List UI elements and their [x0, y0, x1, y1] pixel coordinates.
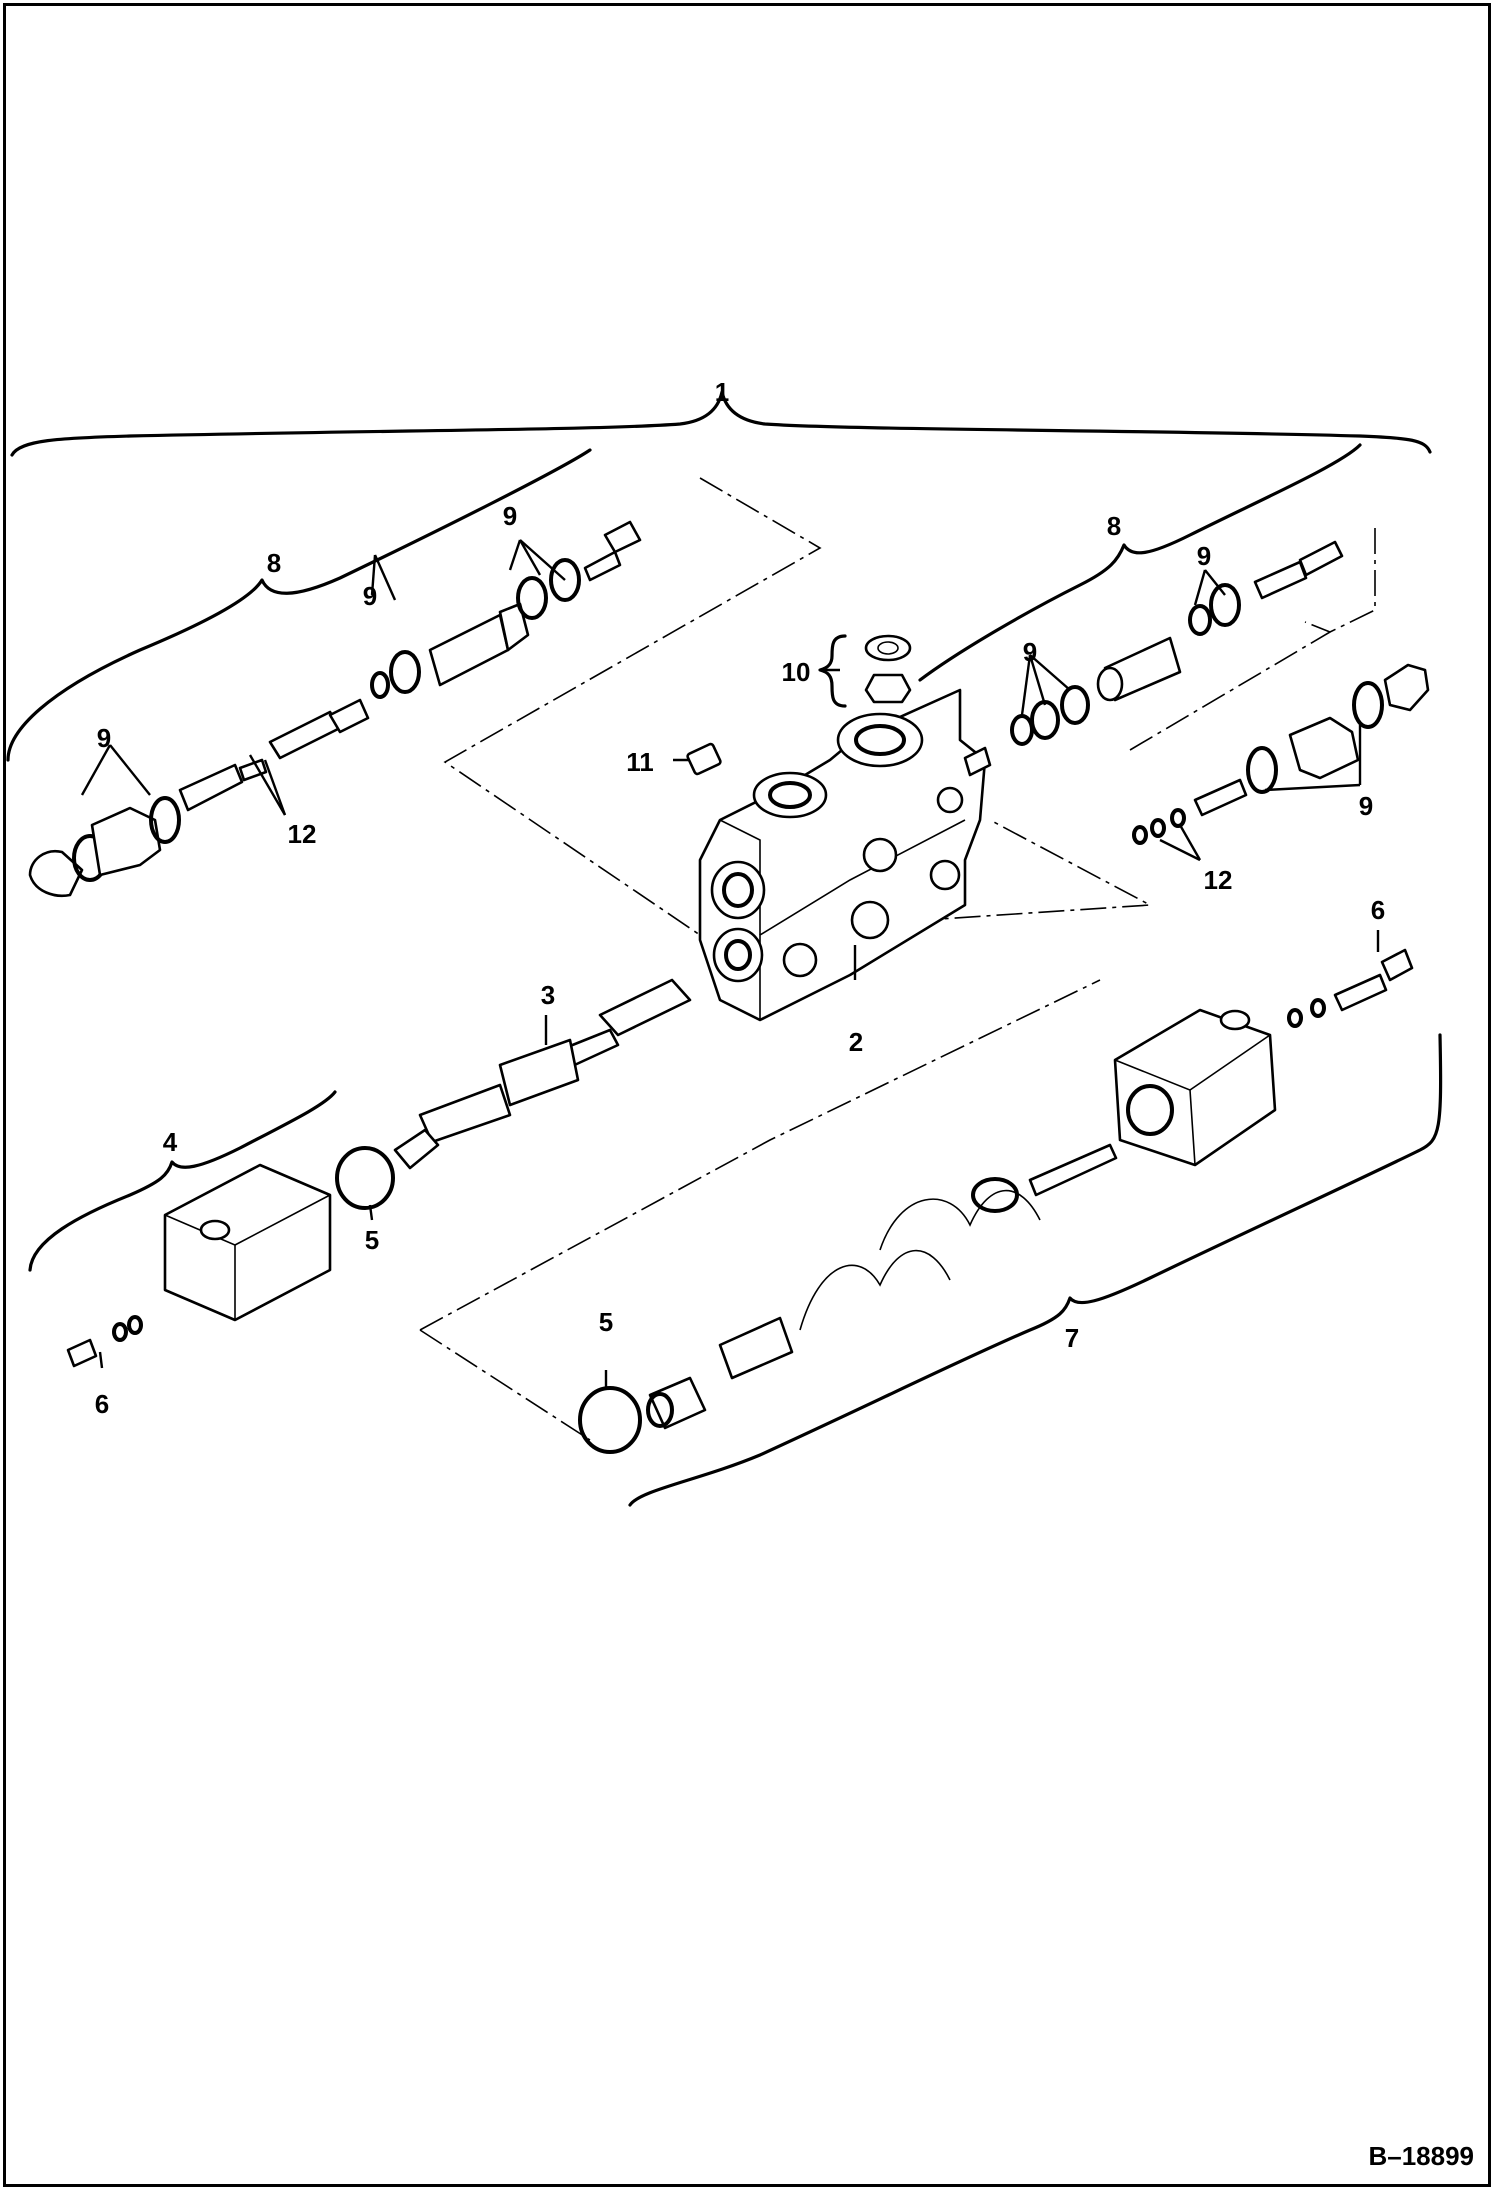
bolt-6-left	[66, 1315, 143, 1368]
callout-7: 7	[1064, 1323, 1080, 1353]
reference-line-lower	[419, 979, 1101, 1331]
brace-8-left	[6, 448, 592, 762]
callout-9-b: 9	[362, 581, 378, 611]
callout-8-left: 8	[266, 548, 282, 578]
reference-line-bottom	[419, 1329, 591, 1441]
callout-6-right: 6	[1370, 895, 1386, 925]
plate-11	[686, 742, 722, 776]
callout-3: 3	[540, 980, 556, 1010]
cap-nut-10	[864, 634, 912, 704]
leader-lines	[80, 539, 1380, 1388]
callout-10: 10	[781, 657, 811, 687]
cap-4	[163, 1163, 332, 1322]
brace-7	[628, 1033, 1443, 1507]
figure-id: B–18899	[1368, 2141, 1474, 2171]
callout-9-a: 9	[502, 501, 518, 531]
callout-12-right: 12	[1203, 865, 1233, 895]
relief-valve-right	[963, 540, 1430, 845]
callout-9-f: 9	[1358, 791, 1374, 821]
cap-right	[1113, 1008, 1277, 1167]
valve-body	[698, 688, 987, 1022]
callout-8-right: 8	[1106, 511, 1122, 541]
callout-6-left: 6	[94, 1389, 110, 1419]
callout-9-d: 9	[1196, 541, 1212, 571]
o-ring-5-left	[335, 1146, 395, 1210]
callout-1: 1	[714, 377, 730, 407]
callout-12-left: 12	[287, 819, 317, 849]
spool-3	[393, 978, 692, 1170]
callout-11: 11	[626, 747, 654, 777]
callout-5-bottom: 5	[598, 1307, 614, 1337]
callout-9-c: 9	[96, 723, 112, 753]
callout-4: 4	[162, 1127, 178, 1157]
callout-9-e: 9	[1022, 637, 1038, 667]
brace-assembly-1	[10, 390, 1432, 457]
reference-line-right	[1304, 528, 1376, 633]
reference-line-right-b	[1129, 631, 1331, 751]
bolt-6-right	[1287, 948, 1414, 1028]
reference-line-upper	[443, 477, 1153, 936]
callout-2: 2	[848, 1027, 864, 1057]
spring-assembly-7	[578, 1143, 1118, 1454]
callout-5-left: 5	[364, 1225, 380, 1255]
relief-valve-left	[28, 520, 642, 897]
brace-8-right	[918, 443, 1362, 682]
brace-4	[28, 1090, 337, 1272]
